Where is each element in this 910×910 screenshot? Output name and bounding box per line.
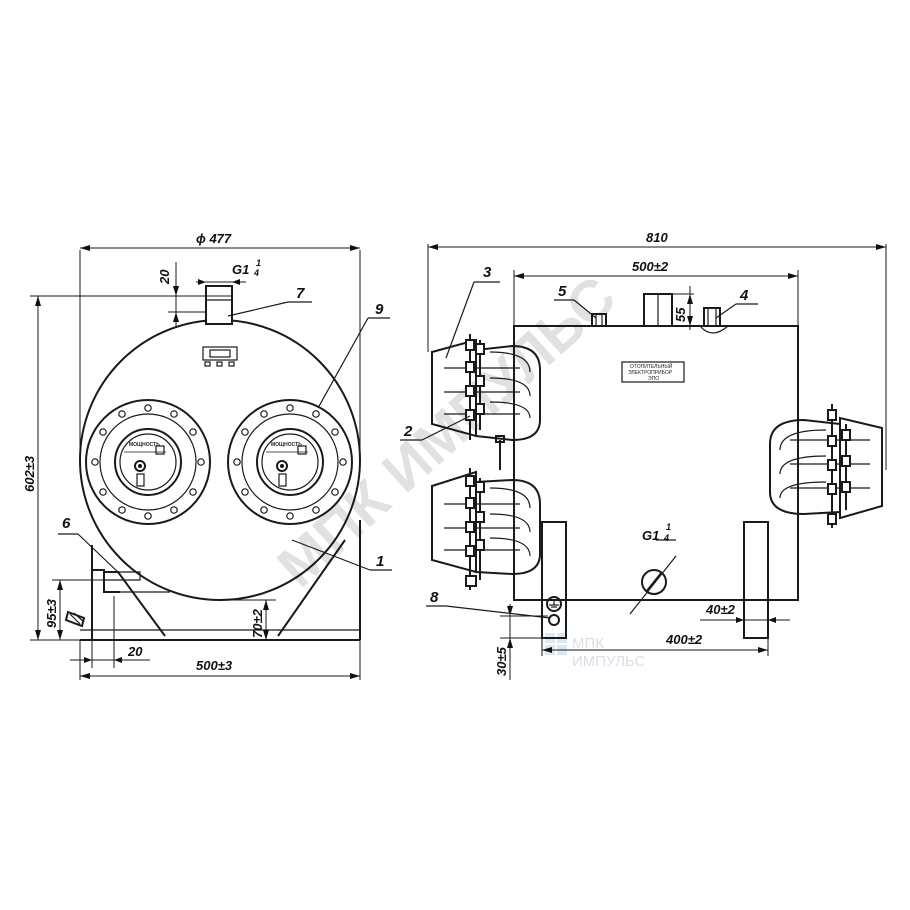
watermark-diagonal-text: МПК ИМПУЛЬС <box>265 264 628 600</box>
name-plate: ОТОПИТЕЛЬНЫЙ ЭЛЕКТРОПРИБОР ЭПО <box>621 361 685 383</box>
callout-2: 2 <box>400 415 471 441</box>
flange-right: МОЩНОСТЬ <box>227 399 353 525</box>
heater-block-left-lower <box>431 440 541 590</box>
callout-4: 4 <box>715 287 758 319</box>
dim-foot-height: 95±3 <box>44 579 104 640</box>
callout-6-text: 6 <box>62 515 71 532</box>
dim-top-height: 55 <box>672 286 694 330</box>
flange-left: МОЩНОСТЬ <box>85 399 211 525</box>
callout-4-text: 4 <box>739 287 749 304</box>
front-view: МОЩНОСТЬ МОЩНОСТЬ <box>22 231 392 680</box>
plate-line-3: ЭПО <box>648 376 659 382</box>
dim-foot-offset-text: 20 <box>127 644 143 659</box>
callout-2-text: 2 <box>403 423 413 440</box>
dim-diameter-text: ϕ 477 <box>196 231 232 246</box>
bottom-thread-text: G1 <box>642 528 659 543</box>
dim-overall-length: 810 <box>427 230 887 470</box>
dim-height-text: 602±3 <box>22 455 37 492</box>
watermark-logo-line2: ИМПУЛЬС <box>572 653 645 670</box>
dim-leg-width: 40±2 <box>700 602 790 623</box>
callout-8-text: 8 <box>430 589 439 606</box>
dim-leg-spacing: 400±2 <box>541 632 769 656</box>
callout-9: 9 <box>317 301 390 409</box>
top-thread-text: G1 <box>232 262 249 277</box>
top-fitting <box>205 285 233 325</box>
dim-diameter: ϕ 477 <box>79 231 361 458</box>
top-thread-num: 1 <box>256 258 261 268</box>
top-pipe <box>643 293 673 327</box>
top-thread-den: 4 <box>253 268 259 278</box>
callout-5: 5 <box>554 283 597 319</box>
legs <box>541 521 769 639</box>
dim-height: 602±3 <box>22 296 80 641</box>
dim-leg-spacing-text: 400±2 <box>665 632 703 647</box>
dim-overall-length-text: 810 <box>646 230 668 245</box>
plate-line-2: ЭЛЕКТРОПРИБОР <box>628 370 673 376</box>
callout-1: 1 <box>291 539 392 571</box>
callout-9-text: 9 <box>375 301 384 318</box>
drain-valve-icon <box>64 610 86 628</box>
callout-7: 7 <box>227 285 312 317</box>
dim-top-height-text: 55 <box>673 307 688 322</box>
dim-foot-offset: 20 <box>70 596 150 668</box>
plate-line-1: ОТОПИТЕЛЬНЫЙ <box>630 362 673 370</box>
callout-5-text: 5 <box>558 283 567 300</box>
dim-base-width: 500±3 <box>79 640 361 680</box>
bottom-thread-num: 1 <box>666 522 671 532</box>
dim-top-offset-text: 20 <box>157 269 172 285</box>
flange-right-label: МОЩНОСТЬ <box>271 442 302 448</box>
callout-1-text: 1 <box>376 553 384 570</box>
dim-base-width-text: 500±3 <box>196 658 233 673</box>
heater-block-right <box>769 404 883 528</box>
fitting-4 <box>699 307 729 334</box>
dim-stand-height-text: 70±2 <box>250 608 265 638</box>
callout-8: 8 <box>426 589 551 619</box>
dim-bottom-offset-text: 30±5 <box>494 646 509 676</box>
bottom-fitting: G1 1 4 <box>629 522 677 615</box>
display-panel <box>202 346 238 367</box>
dim-top-offset: 20 <box>30 262 232 326</box>
callout-6: 6 <box>58 515 121 575</box>
flange-left-label: МОЩНОСТЬ <box>129 442 160 448</box>
dim-bottom-offset: 30±5 <box>494 604 548 680</box>
ground-icon <box>546 596 562 612</box>
dim-foot-height-text: 95±3 <box>44 598 59 628</box>
dim-body-length: 500±2 <box>513 259 799 326</box>
callout-3: 3 <box>445 264 500 359</box>
ground-terminal <box>546 596 562 626</box>
dim-stand-height: 70±2 <box>220 599 276 640</box>
dim-top-thread: G1 1 4 <box>196 258 261 285</box>
side-view: ОТОПИТЕЛЬНЫЙ ЭЛЕКТРОПРИБОР ЭПО <box>400 230 887 680</box>
heater-block-left-upper <box>431 334 541 460</box>
dim-leg-width-text: 40±2 <box>705 602 736 617</box>
callout-7-text: 7 <box>296 285 305 302</box>
watermark-logo-line1: МПК <box>572 635 604 652</box>
dim-body-length-text: 500±2 <box>632 259 669 274</box>
bottom-thread-den: 4 <box>663 533 669 543</box>
callout-3-text: 3 <box>483 264 492 281</box>
